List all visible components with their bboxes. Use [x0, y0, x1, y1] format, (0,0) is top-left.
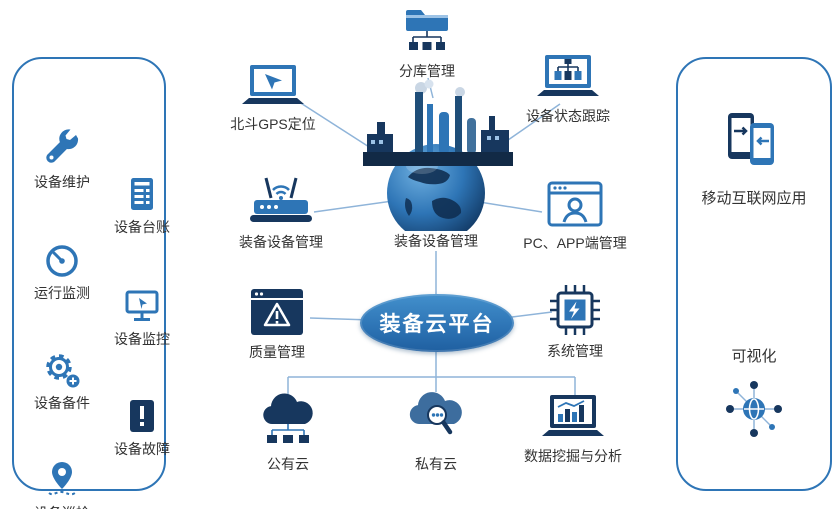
fault-warning-icon [122, 396, 162, 436]
center-equipment-management-label: 装备设备管理 [376, 231, 496, 251]
right-application-panel: 移动互联网应用 可视化 [676, 57, 832, 491]
panel-item-label: 设备故障 [114, 441, 170, 457]
right-panel-label-mobile: 移动互联网应用 [701, 190, 807, 207]
node-label: 系统管理 [547, 343, 603, 359]
gauge-icon [42, 240, 82, 280]
right-panel-label-visualization: 可视化 [731, 348, 777, 365]
panel-item-label: 设备巡检 [34, 504, 90, 509]
chip-icon [548, 283, 602, 337]
node-label: 质量管理 [249, 344, 305, 360]
platform-ellipse: 装备云平台 [360, 294, 514, 352]
node-branch-db: 分库管理 [367, 5, 487, 80]
cloud-network-icon [255, 392, 321, 450]
panel-item-fault: 设备故障 [102, 396, 182, 458]
node-device-status: 设备状态跟踪 [498, 52, 638, 125]
ledger-icon [122, 174, 162, 214]
panel-item-surveillance: 设备监控 [102, 286, 182, 348]
mobile-phones-icon [720, 107, 786, 173]
node-public-cloud: 公有云 [228, 392, 348, 473]
panel-item-monitoring: 运行监测 [22, 240, 102, 302]
node-data-mining: 数据挖掘与分析 [503, 392, 643, 465]
browser-user-icon [545, 179, 605, 229]
panel-item-label: 运行监测 [34, 285, 90, 301]
left-capability-panel: 设备维护 设备台账 运行监测 设备监控 设备备件 [12, 57, 170, 509]
node-label: 公有云 [267, 456, 309, 472]
panel-item-label: 设备监控 [114, 331, 170, 347]
panel-item-inspection: 设备巡检 [22, 460, 102, 509]
folder-tree-icon [399, 5, 455, 57]
panel-item-label: 设备备件 [34, 395, 90, 411]
gears-icon [42, 350, 82, 390]
network-visualization-icon [722, 377, 786, 441]
platform-title: 装备云平台 [379, 313, 495, 336]
node-label: 私有云 [415, 456, 457, 472]
browser-warning-icon [248, 286, 306, 338]
panel-item-label: 设备台账 [114, 219, 170, 235]
factory-skyline-image [363, 78, 513, 170]
monitor-icon [122, 286, 162, 326]
node-label: 装备设备管理 [239, 234, 323, 250]
node-label: 数据挖掘与分析 [524, 448, 622, 464]
laptop-gps-icon [238, 62, 308, 110]
node-label: PC、APP端管理 [523, 235, 627, 251]
node-equipment-mgmt: 装备设备管理 [211, 174, 351, 251]
panel-item-ledger: 设备台账 [102, 174, 182, 236]
router-wifi-icon [246, 174, 316, 228]
node-beidou-gps: 北斗GPS定位 [203, 62, 343, 133]
node-pc-app: PC、APP端管理 [500, 179, 650, 252]
node-quality: 质量管理 [212, 286, 342, 361]
panel-item-spare-parts: 设备备件 [22, 350, 102, 412]
node-private-cloud: 私有云 [376, 388, 496, 473]
panel-item-maintenance: 设备维护 [22, 129, 102, 191]
node-system: 系统管理 [510, 283, 640, 360]
laptop-hierarchy-icon [533, 52, 603, 102]
node-label: 分库管理 [399, 63, 455, 79]
node-label: 设备状态跟踪 [526, 108, 610, 124]
node-label: 北斗GPS定位 [230, 116, 316, 132]
cloud-search-icon [401, 388, 471, 450]
panel-item-label: 设备维护 [34, 174, 90, 190]
location-pin-icon [42, 460, 82, 500]
laptop-chart-icon [538, 392, 608, 442]
wrench-icon [42, 129, 82, 169]
